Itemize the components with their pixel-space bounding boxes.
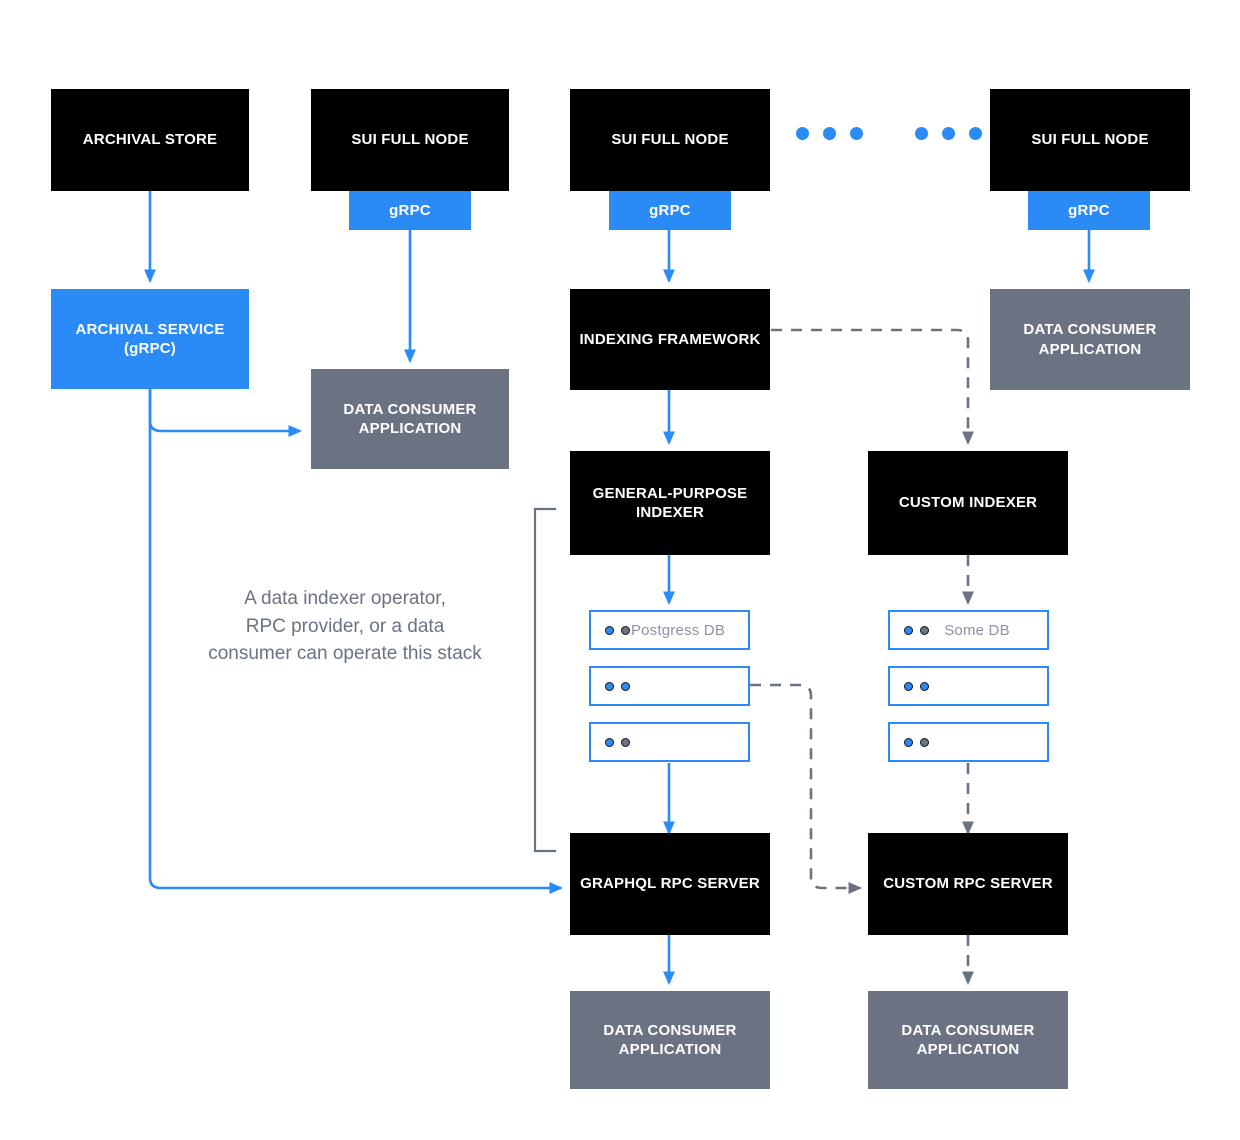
node-data-consumer-right-label-line1: DATA CONSUMER [1023, 321, 1157, 339]
node-data-consumer-application-left[interactable]: DATA CONSUMER APPLICATION [311, 369, 509, 469]
node-data-consumer-right-label-line2: APPLICATION [1038, 340, 1142, 358]
node-sui-full-node-3-label: SUI FULL NODE [1031, 131, 1149, 149]
ellipsis-dot [850, 127, 863, 140]
node-data-consumer-application-bottom-left[interactable]: DATA CONSUMER APPLICATION [570, 991, 770, 1089]
db-status-dots [605, 625, 630, 635]
db-row-right-1-label: Some DB [944, 621, 1010, 639]
db-dot-blue [621, 681, 630, 691]
node-data-consumer-bottom-right-label-line1: DATA CONSUMER [901, 1021, 1035, 1039]
db-status-dots [904, 737, 929, 747]
ellipsis-group-1 [796, 127, 863, 140]
db-row-right-1[interactable]: Some DB [888, 610, 1049, 650]
db-row-left-1-label: Postgress DB [630, 621, 726, 639]
node-sui-full-node-1-label: SUI FULL NODE [351, 131, 469, 149]
node-sui-full-node-1[interactable]: SUI FULL NODE [311, 89, 509, 191]
node-custom-indexer[interactable]: CUSTOM INDEXER [868, 451, 1068, 555]
node-data-consumer-bottom-right-label-line2: APPLICATION [916, 1041, 1020, 1058]
db-dot-gray [621, 625, 630, 635]
chip-grpc-2[interactable]: gRPC [609, 191, 731, 230]
stack-bracket [533, 507, 556, 853]
node-archival-store[interactable]: ARCHIVAL STORE [51, 89, 249, 191]
node-data-consumer-bottom-left-label-line1: DATA CONSUMER [603, 1021, 737, 1039]
node-custom-rpc-server-label: CUSTOM RPC SERVER [883, 875, 1053, 893]
stack-operator-note-line3: consumer can operate this stack [208, 643, 482, 665]
db-dot-gray [920, 737, 929, 747]
chip-grpc-2-label: gRPC [649, 201, 691, 219]
chip-grpc-3-label: gRPC [1068, 201, 1110, 219]
node-graphql-rpc-server-label: GRAPHQL RPC SERVER [580, 875, 760, 893]
edge-archival-service-to-data-consumer [148, 389, 303, 437]
db-dot-blue [920, 681, 929, 691]
db-row-left-2[interactable] [589, 666, 750, 706]
db-dot-gray [920, 625, 929, 635]
db-dot-blue [904, 681, 913, 691]
db-row-right-3[interactable] [888, 722, 1049, 762]
db-dot-blue [605, 681, 614, 691]
node-general-purpose-indexer-label-line2: INDEXER [635, 504, 705, 521]
edge-indexing-framework-to-custom-indexer [771, 328, 974, 446]
node-archival-store-label: ARCHIVAL STORE [82, 131, 218, 149]
node-sui-full-node-2-label: SUI FULL NODE [611, 131, 729, 149]
ellipsis-dot [823, 127, 836, 140]
node-custom-rpc-server[interactable]: CUSTOM RPC SERVER [868, 833, 1068, 935]
db-row-right-2[interactable] [888, 666, 1049, 706]
node-archival-service[interactable]: ARCHIVAL SERVICE (gRPC) [51, 289, 249, 389]
db-dot-blue [904, 625, 913, 635]
node-general-purpose-indexer-label-line1: GENERAL-PURPOSE [592, 484, 748, 502]
ellipsis-group-2 [915, 127, 982, 140]
node-data-consumer-left-label-line1: DATA CONSUMER [343, 400, 477, 418]
node-graphql-rpc-server[interactable]: GRAPHQL RPC SERVER [570, 833, 770, 935]
node-data-consumer-left-label-line2: APPLICATION [358, 420, 462, 437]
node-sui-full-node-2[interactable]: SUI FULL NODE [570, 89, 770, 191]
db-row-left-3[interactable] [589, 722, 750, 762]
ellipsis-dot [915, 127, 928, 140]
db-dot-blue [605, 625, 614, 635]
ellipsis-dot [969, 127, 982, 140]
ellipsis-dot [942, 127, 955, 140]
db-status-dots [904, 681, 929, 691]
stack-operator-note-line1: A data indexer operator, [244, 588, 446, 609]
db-dot-gray [621, 737, 630, 747]
db-status-dots [904, 625, 929, 635]
node-sui-full-node-3[interactable]: SUI FULL NODE [990, 89, 1190, 191]
db-status-dots [605, 681, 630, 691]
node-custom-indexer-label: CUSTOM INDEXER [898, 494, 1038, 512]
chip-grpc-1-label: gRPC [389, 201, 431, 219]
node-archival-service-label-line1: ARCHIVAL SERVICE [75, 320, 225, 338]
db-dot-blue [904, 737, 913, 747]
stack-operator-note: A data indexer operator, RPC provider, o… [180, 585, 510, 668]
node-indexing-framework[interactable]: INDEXING FRAMEWORK [570, 289, 770, 390]
node-general-purpose-indexer[interactable]: GENERAL-PURPOSE INDEXER [570, 451, 770, 555]
node-archival-service-label-line2: (gRPC) [123, 340, 177, 357]
node-data-consumer-application-right[interactable]: DATA CONSUMER APPLICATION [990, 289, 1190, 390]
node-indexing-framework-label: INDEXING FRAMEWORK [579, 330, 761, 348]
db-dot-blue [605, 737, 614, 747]
node-data-consumer-bottom-left-label-line2: APPLICATION [618, 1041, 722, 1058]
ellipsis-dot [796, 127, 809, 140]
node-data-consumer-application-bottom-right[interactable]: DATA CONSUMER APPLICATION [868, 991, 1068, 1089]
db-status-dots [605, 737, 630, 747]
stack-operator-note-line2: RPC provider, or a data [245, 615, 445, 637]
db-row-left-1[interactable]: Postgress DB [589, 610, 750, 650]
chip-grpc-1[interactable]: gRPC [349, 191, 471, 230]
chip-grpc-3[interactable]: gRPC [1028, 191, 1150, 230]
